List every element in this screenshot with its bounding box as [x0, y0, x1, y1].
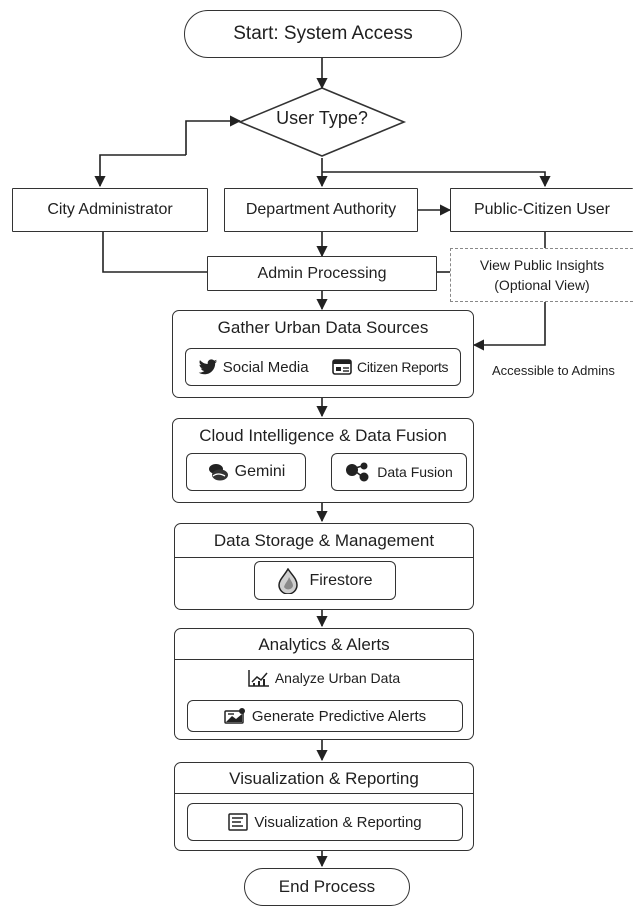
visualization-section: Visualization & Reporting Visualization … [174, 762, 474, 851]
data-fusion-icon [345, 461, 371, 483]
public-citizen-user-node: Public-Citizen User [450, 188, 633, 232]
analytics-alerts-section: Analytics & Alerts Analyze Urban Data Ge… [174, 628, 474, 740]
arrow-branch-admin-down [94, 154, 186, 188]
analyze-urban-data-label: Analyze Urban Data [274, 670, 401, 686]
social-media-item: Social Media [198, 359, 309, 376]
department-authority-label: Department Authority [245, 201, 397, 218]
gemini-box: Gemini [186, 453, 306, 491]
data-storage-title: Data Storage & Management [213, 531, 435, 550]
start-label: Start: System Access [233, 23, 413, 44]
decision-diamond [237, 87, 407, 157]
alert-card-icon [224, 708, 246, 724]
gemini-icon [207, 462, 229, 482]
line-admin-to-processing [102, 232, 207, 273]
visualization-item-box: Visualization & Reporting [187, 803, 463, 841]
citizen-reports-label: Citizen Reports [357, 359, 449, 375]
citizen-reports-item: Citizen Reports [332, 359, 449, 375]
data-fusion-label: Data Fusion [377, 464, 453, 480]
gather-sources-box: Social Media Citizen Reports [185, 348, 461, 386]
accessible-to-admins-note: Accessible to Admins [492, 363, 615, 378]
cloud-intelligence-section: Cloud Intelligence & Data Fusion Gemini … [172, 418, 474, 503]
predictive-alerts-label: Generate Predictive Alerts [251, 707, 427, 725]
line-chart-icon [248, 669, 270, 687]
data-fusion-box: Data Fusion [331, 453, 467, 491]
admin-processing-node: Admin Processing [207, 256, 437, 291]
public-insights-node: View Public Insights (Optional View) [450, 248, 633, 302]
visualization-divider [175, 793, 473, 794]
arrow-insights-to-gather [472, 302, 546, 351]
twitter-bird-icon [198, 358, 218, 376]
gather-data-section: Gather Urban Data Sources Social Media C… [172, 310, 474, 398]
analytics-alerts-title: Analytics & Alerts [258, 635, 390, 654]
visualization-title: Visualization & Reporting [229, 769, 419, 788]
analyze-urban-data-item: Analyze Urban Data [175, 669, 473, 687]
data-storage-section: Data Storage & Management Firestore [174, 523, 474, 610]
decision-label: User Type? [276, 108, 368, 128]
admin-processing-label: Admin Processing [257, 264, 387, 282]
department-authority-node: Department Authority [224, 188, 418, 232]
city-administrator-node: City Administrator [12, 188, 208, 232]
public-citizen-user-label: Public-Citizen User [473, 201, 611, 218]
gather-data-title: Gather Urban Data Sources [217, 318, 429, 337]
city-administrator-label: City Administrator [47, 201, 173, 218]
arrow-decision-to-citizen [322, 171, 551, 188]
social-media-label: Social Media [222, 358, 309, 376]
document-lines-icon [228, 813, 249, 831]
gemini-label: Gemini [234, 463, 286, 480]
report-card-icon [332, 359, 352, 375]
data-storage-divider [175, 557, 473, 558]
firestore-flame-icon [277, 567, 299, 595]
analytics-divider [175, 659, 473, 660]
public-insights-line1: View Public Insights [479, 257, 605, 273]
visualization-item-label: Visualization & Reporting [254, 813, 422, 831]
predictive-alerts-box: Generate Predictive Alerts [187, 700, 463, 732]
end-label: End Process [278, 877, 376, 896]
start-node: Start: System Access [184, 10, 462, 58]
firestore-box: Firestore [254, 561, 396, 600]
arrow-decision-to-admin [185, 115, 242, 155]
cloud-intelligence-title: Cloud Intelligence & Data Fusion [199, 426, 447, 445]
end-node: End Process [244, 868, 410, 906]
public-insights-line2: (Optional View) [494, 277, 590, 293]
firestore-label: Firestore [309, 571, 373, 589]
